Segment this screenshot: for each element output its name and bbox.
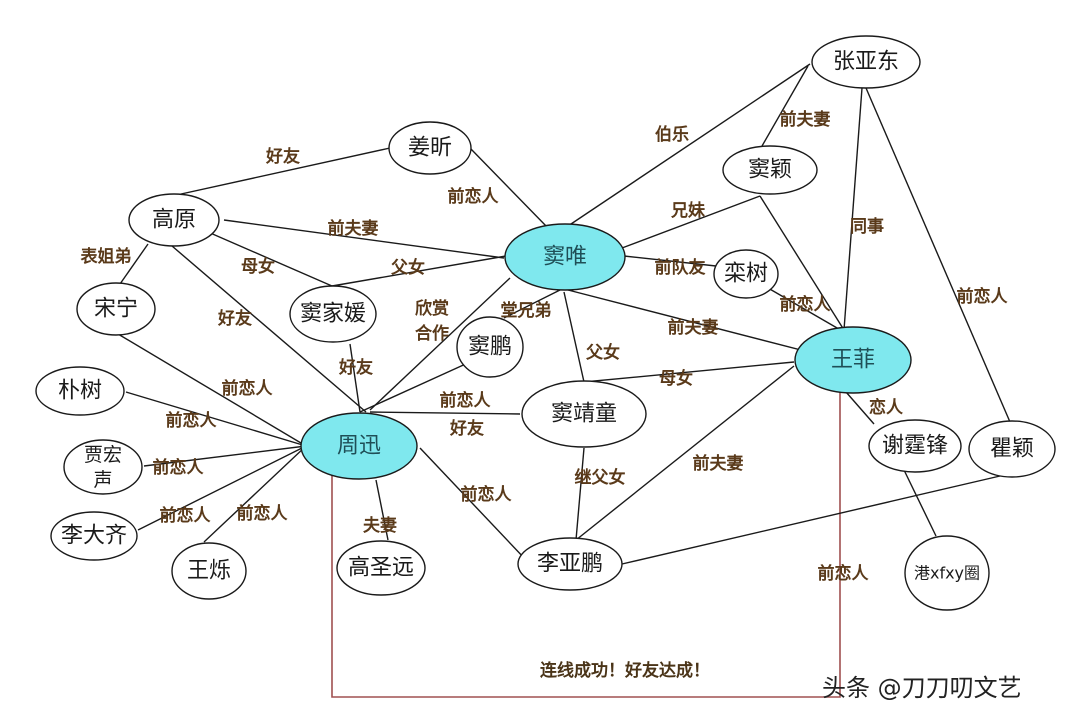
node-label: 栾树	[724, 262, 768, 287]
node-label: 李亚鹏	[537, 552, 603, 577]
node-pu-shu[interactable]: 朴树	[35, 366, 125, 416]
edge-label: 前恋人	[818, 563, 870, 584]
watermark: 头条 @刀刀叨文艺	[822, 674, 1022, 702]
node-luan-shu[interactable]: 栾树	[713, 249, 779, 299]
node-qu-ying[interactable]: 瞿颖	[968, 420, 1056, 478]
node-label: 谢霆锋	[882, 434, 948, 459]
edge-label: 父女	[585, 342, 620, 363]
edge-label: 母女	[659, 368, 693, 389]
node-jia-hongsheng[interactable]: 贾宏 声	[63, 439, 143, 495]
edge-label: 合作	[415, 323, 449, 344]
edge-label: 前恋人	[237, 503, 289, 524]
node-li-daqi[interactable]: 李大齐	[50, 511, 138, 561]
node-label: 张亚东	[833, 50, 899, 75]
node-dou-peng[interactable]: 窦鹏	[456, 316, 524, 378]
node-gao-shengyuan[interactable]: 高圣远	[336, 540, 426, 596]
edge-label: 前夫妻	[328, 218, 379, 239]
node-label: 瞿颖	[990, 437, 1034, 462]
node-label: 窦家媛	[300, 302, 366, 327]
edge-label: 前恋人	[166, 410, 218, 431]
edge-label: 好友	[338, 357, 373, 378]
edge-label: 同事	[850, 217, 884, 237]
edge-label: 夫妻	[363, 515, 397, 536]
node-dou-jingtong[interactable]: 窦靖童	[521, 380, 647, 448]
edge-label: 前恋人	[780, 294, 832, 315]
node-label: 朴树	[58, 379, 102, 404]
node-dou-wei[interactable]: 窦唯	[504, 223, 626, 291]
edge-label: 前恋人	[440, 390, 492, 411]
node-dou-ying[interactable]: 窦颖	[722, 145, 818, 195]
node-gao-yuan[interactable]: 高原	[128, 193, 220, 247]
success-banner: 连线成功！好友达成！	[540, 660, 710, 681]
node-label: 李大齐	[61, 524, 127, 549]
node-label: 窦鹏	[468, 335, 512, 360]
edge-label: 前夫妻	[693, 453, 744, 474]
edge-label: 继父女	[575, 467, 626, 488]
node-song-ning[interactable]: 宋宁	[76, 282, 156, 336]
edge-label: 好友	[217, 308, 252, 329]
node-label: 窦唯	[543, 245, 587, 270]
node-label: 王烁	[187, 559, 231, 584]
node-label: 高原	[152, 208, 196, 233]
node-label: 周迅	[337, 434, 381, 459]
edge-label: 好友	[265, 146, 300, 167]
edge-label: 父女	[390, 257, 425, 278]
node-label: 王菲	[831, 348, 875, 373]
edge-label: 母女	[241, 256, 275, 277]
edge-label: 伯乐	[655, 124, 689, 145]
edge-label: 表姐弟	[81, 246, 132, 267]
success-connector	[331, 392, 841, 698]
node-label: 贾宏	[84, 444, 122, 466]
node-label: 港xfxy圈	[914, 564, 980, 583]
node-label: 宋宁	[94, 297, 138, 322]
edge-labels: 好友 前恋人 伯乐 前夫妻 兄妹 同事 前恋人 前夫妻 表姐弟 母女 父女 好友…	[81, 109, 1009, 584]
edge-label: 前恋人	[448, 186, 500, 207]
node-label: 声	[93, 469, 112, 491]
node-zhou-xun[interactable]: 周迅	[300, 412, 418, 480]
edge-label: 前恋人	[222, 378, 274, 399]
node-zhang-yadong[interactable]: 张亚东	[811, 35, 921, 89]
nodes: 张亚东 姜昕 窦颖 高原 窦唯 栾树 宋宁 窦家媛	[35, 35, 1056, 611]
node-label: 窦颖	[748, 158, 792, 183]
node-label: 高圣远	[348, 556, 414, 581]
edge-label: 前队友	[655, 257, 706, 278]
edge-label: 兄妹	[670, 200, 706, 221]
node-label: 姜昕	[408, 136, 452, 161]
edges	[117, 63, 1011, 565]
node-dou-jiayuan[interactable]: 窦家媛	[289, 285, 377, 343]
edge-label: 前恋人	[957, 286, 1009, 307]
edge-label: 前恋人	[160, 505, 212, 526]
node-li-yapeng[interactable]: 李亚鹏	[517, 537, 623, 591]
edge-label: 堂兄弟	[501, 300, 552, 321]
node-label: 窦靖童	[551, 402, 617, 427]
edge-label: 恋人	[869, 397, 904, 418]
edge-label: 前恋人	[153, 457, 205, 478]
edge-label: 欣赏	[415, 298, 449, 319]
node-xie-tingfeng[interactable]: 谢霆锋	[868, 419, 962, 473]
node-gang-xfxy[interactable]: 港xfxy圈	[904, 535, 990, 611]
node-wang-shuo[interactable]: 王烁	[171, 542, 247, 600]
edge-label: 前夫妻	[668, 317, 719, 338]
node-jiang-xin[interactable]: 姜昕	[388, 121, 472, 175]
edge-label: 前夫妻	[780, 109, 831, 130]
edge-label: 好友	[449, 418, 484, 439]
node-wang-fei[interactable]: 王菲	[794, 326, 912, 394]
edge-label: 前恋人	[461, 484, 513, 505]
